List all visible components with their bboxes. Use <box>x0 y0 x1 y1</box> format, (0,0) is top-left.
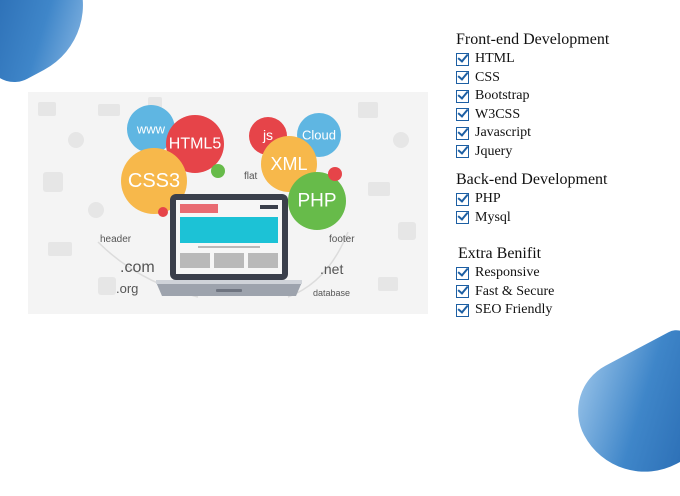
bubble-cloud-label: Cloud <box>302 128 336 143</box>
bubble-php-label: PHP <box>297 191 336 212</box>
checkbox-icon <box>456 71 469 85</box>
list-item: Mysql <box>456 209 676 228</box>
bubble-www <box>127 105 175 153</box>
bubble-css3 <box>121 148 187 214</box>
section-extra: Extra Benifit Responsive Fast & Secure S… <box>456 244 676 320</box>
decorative-brush-bottom-right <box>560 324 680 496</box>
list-item-label: Jquery <box>475 143 513 159</box>
bubble-html5 <box>166 115 224 173</box>
list-item: Bootstrap <box>456 87 676 106</box>
bubble-php <box>288 172 346 230</box>
list-item: HTML <box>456 50 676 69</box>
checkbox-icon <box>456 89 469 103</box>
checkbox-icon <box>456 192 469 206</box>
list-item-label: W3CSS <box>475 106 521 122</box>
section-frontend: Front-end Development HTML CSS Bootstrap… <box>456 30 676 161</box>
list-item-label: Javascript <box>475 125 531 140</box>
list-item-label: SEO Friendly <box>475 302 553 317</box>
tag-dotnet: .net <box>320 261 343 277</box>
bubble-html5-label: HTML5 <box>169 136 222 153</box>
bubble-xml-label: XML <box>270 154 307 174</box>
list-item: W3CSS <box>456 106 676 125</box>
tag-footer: footer <box>329 234 355 245</box>
checkbox-icon <box>456 303 469 317</box>
bubble-www-label: www <box>136 122 166 137</box>
section-backend: Back-end Development PHP Mysql <box>456 170 676 227</box>
checkbox-icon <box>456 52 469 66</box>
checkbox-icon <box>456 285 469 299</box>
services-panel: Front-end Development HTML CSS Bootstrap… <box>456 30 676 320</box>
laptop-icon <box>156 194 302 296</box>
hero-illustration: www HTML5 CSS3 js Cloud XML PHP flat hea… <box>28 92 428 314</box>
tag-dotcom: .com <box>120 259 155 276</box>
accent-dot <box>158 207 168 217</box>
tag-flat: flat <box>244 171 258 182</box>
list-item-label: CSS <box>475 69 500 85</box>
list-item-label: Fast & Secure <box>475 283 555 299</box>
web-dev-illustration: www HTML5 CSS3 js Cloud XML PHP flat hea… <box>28 92 428 314</box>
decorative-brush-top-left <box>0 0 109 92</box>
tag-database: database <box>313 288 350 298</box>
accent-dot <box>211 164 225 178</box>
list-item: Javascript <box>456 124 676 143</box>
list-item-label: Mysql <box>475 209 511 225</box>
list-item: Jquery <box>456 143 676 162</box>
checkbox-icon <box>456 108 469 122</box>
checkbox-icon <box>456 211 469 225</box>
accent-dot <box>328 167 342 181</box>
tag-header: header <box>100 234 132 245</box>
list-item-label: Bootstrap <box>475 88 530 103</box>
section-title: Front-end Development <box>456 31 610 48</box>
checkbox-icon <box>456 145 469 159</box>
list-item: Responsive <box>456 264 676 283</box>
list-item-label: Responsive <box>475 265 540 280</box>
section-title: Back-end Development <box>456 171 608 188</box>
tag-dotorg: .org <box>116 281 138 296</box>
bubble-js-label: js <box>262 127 273 143</box>
list-item: CSS <box>456 69 676 88</box>
list-item: Fast & Secure <box>456 283 676 302</box>
bubble-css3-label: CSS3 <box>128 170 180 192</box>
list-item-label: PHP <box>475 191 501 206</box>
checkbox-icon <box>456 126 469 140</box>
list-item-label: HTML <box>475 51 515 66</box>
checkbox-icon <box>456 266 469 280</box>
list-item: SEO Friendly <box>456 301 676 320</box>
list-item: PHP <box>456 190 676 209</box>
section-title: Extra Benifit <box>458 245 542 262</box>
